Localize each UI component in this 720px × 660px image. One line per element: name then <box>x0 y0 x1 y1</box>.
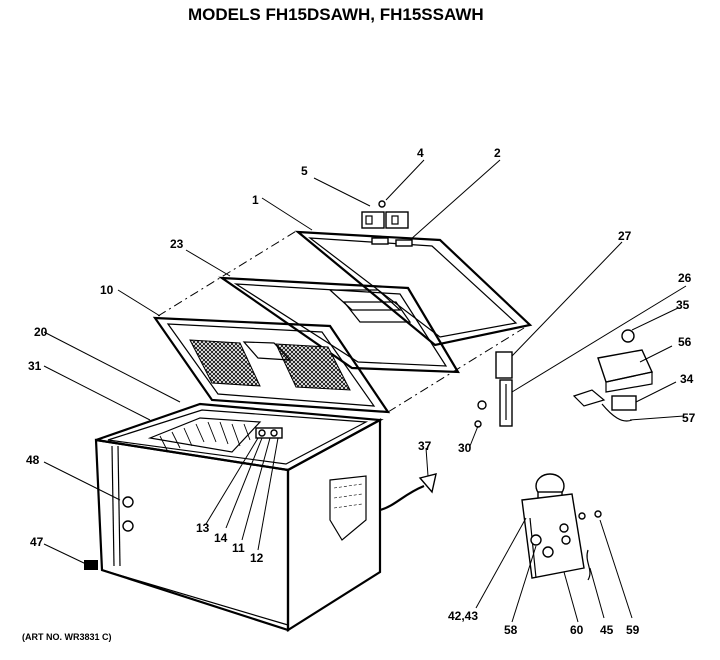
callout-26: 26 <box>678 271 692 285</box>
callout-2: 2 <box>494 146 501 160</box>
callout-13: 13 <box>196 521 210 535</box>
callout-30: 30 <box>458 441 472 455</box>
power-cord-part-37 <box>379 473 437 512</box>
callout-59: 59 <box>626 623 640 637</box>
freezer-cabinet <box>94 402 384 632</box>
control-housing-part-56 <box>572 329 653 422</box>
callout-5: 5 <box>301 164 308 178</box>
callout-57: 57 <box>682 411 696 425</box>
callout-12: 12 <box>250 551 264 565</box>
callout-31: 31 <box>28 359 42 373</box>
callout-60: 60 <box>570 623 584 637</box>
callout-35: 35 <box>676 298 690 312</box>
callout-56: 56 <box>678 335 692 349</box>
callout-1: 1 <box>252 193 259 207</box>
callout-4: 4 <box>417 146 424 160</box>
callout-58: 58 <box>504 623 518 637</box>
callout-45: 45 <box>600 623 614 637</box>
callout-14: 14 <box>214 531 228 545</box>
callout-10: 10 <box>100 283 114 297</box>
callout-47: 47 <box>30 535 44 549</box>
leveling-leg-part-47 <box>84 560 98 570</box>
callout-labels: 4 5 2 1 23 27 26 35 56 34 57 10 20 31 48… <box>26 146 696 637</box>
compressor-assembly-part-60 <box>521 473 602 581</box>
callout-27: 27 <box>618 229 632 243</box>
callout-42-43: 42,43 <box>448 609 478 623</box>
lid-frame-part-23 <box>218 276 460 374</box>
callout-48: 48 <box>26 453 40 467</box>
hinge-assembly-part-26 <box>474 351 513 428</box>
drain-plug-part-48 <box>122 496 134 532</box>
callout-34: 34 <box>680 372 694 386</box>
callout-20: 20 <box>34 325 48 339</box>
callout-11: 11 <box>232 541 245 555</box>
page-title: MODELS FH15DSAWH, FH15SSAWH <box>188 5 484 24</box>
callout-23: 23 <box>170 237 184 251</box>
art-number: (ART NO. WR3831 C) <box>22 632 112 642</box>
leader-lines <box>43 159 687 623</box>
lid-liner-part-1 <box>294 230 533 347</box>
callout-37: 37 <box>418 439 432 453</box>
thermostat-control-part-11 <box>255 427 283 439</box>
hinge-bracket-part-2 <box>361 200 413 247</box>
lid-part-10 <box>152 316 391 414</box>
